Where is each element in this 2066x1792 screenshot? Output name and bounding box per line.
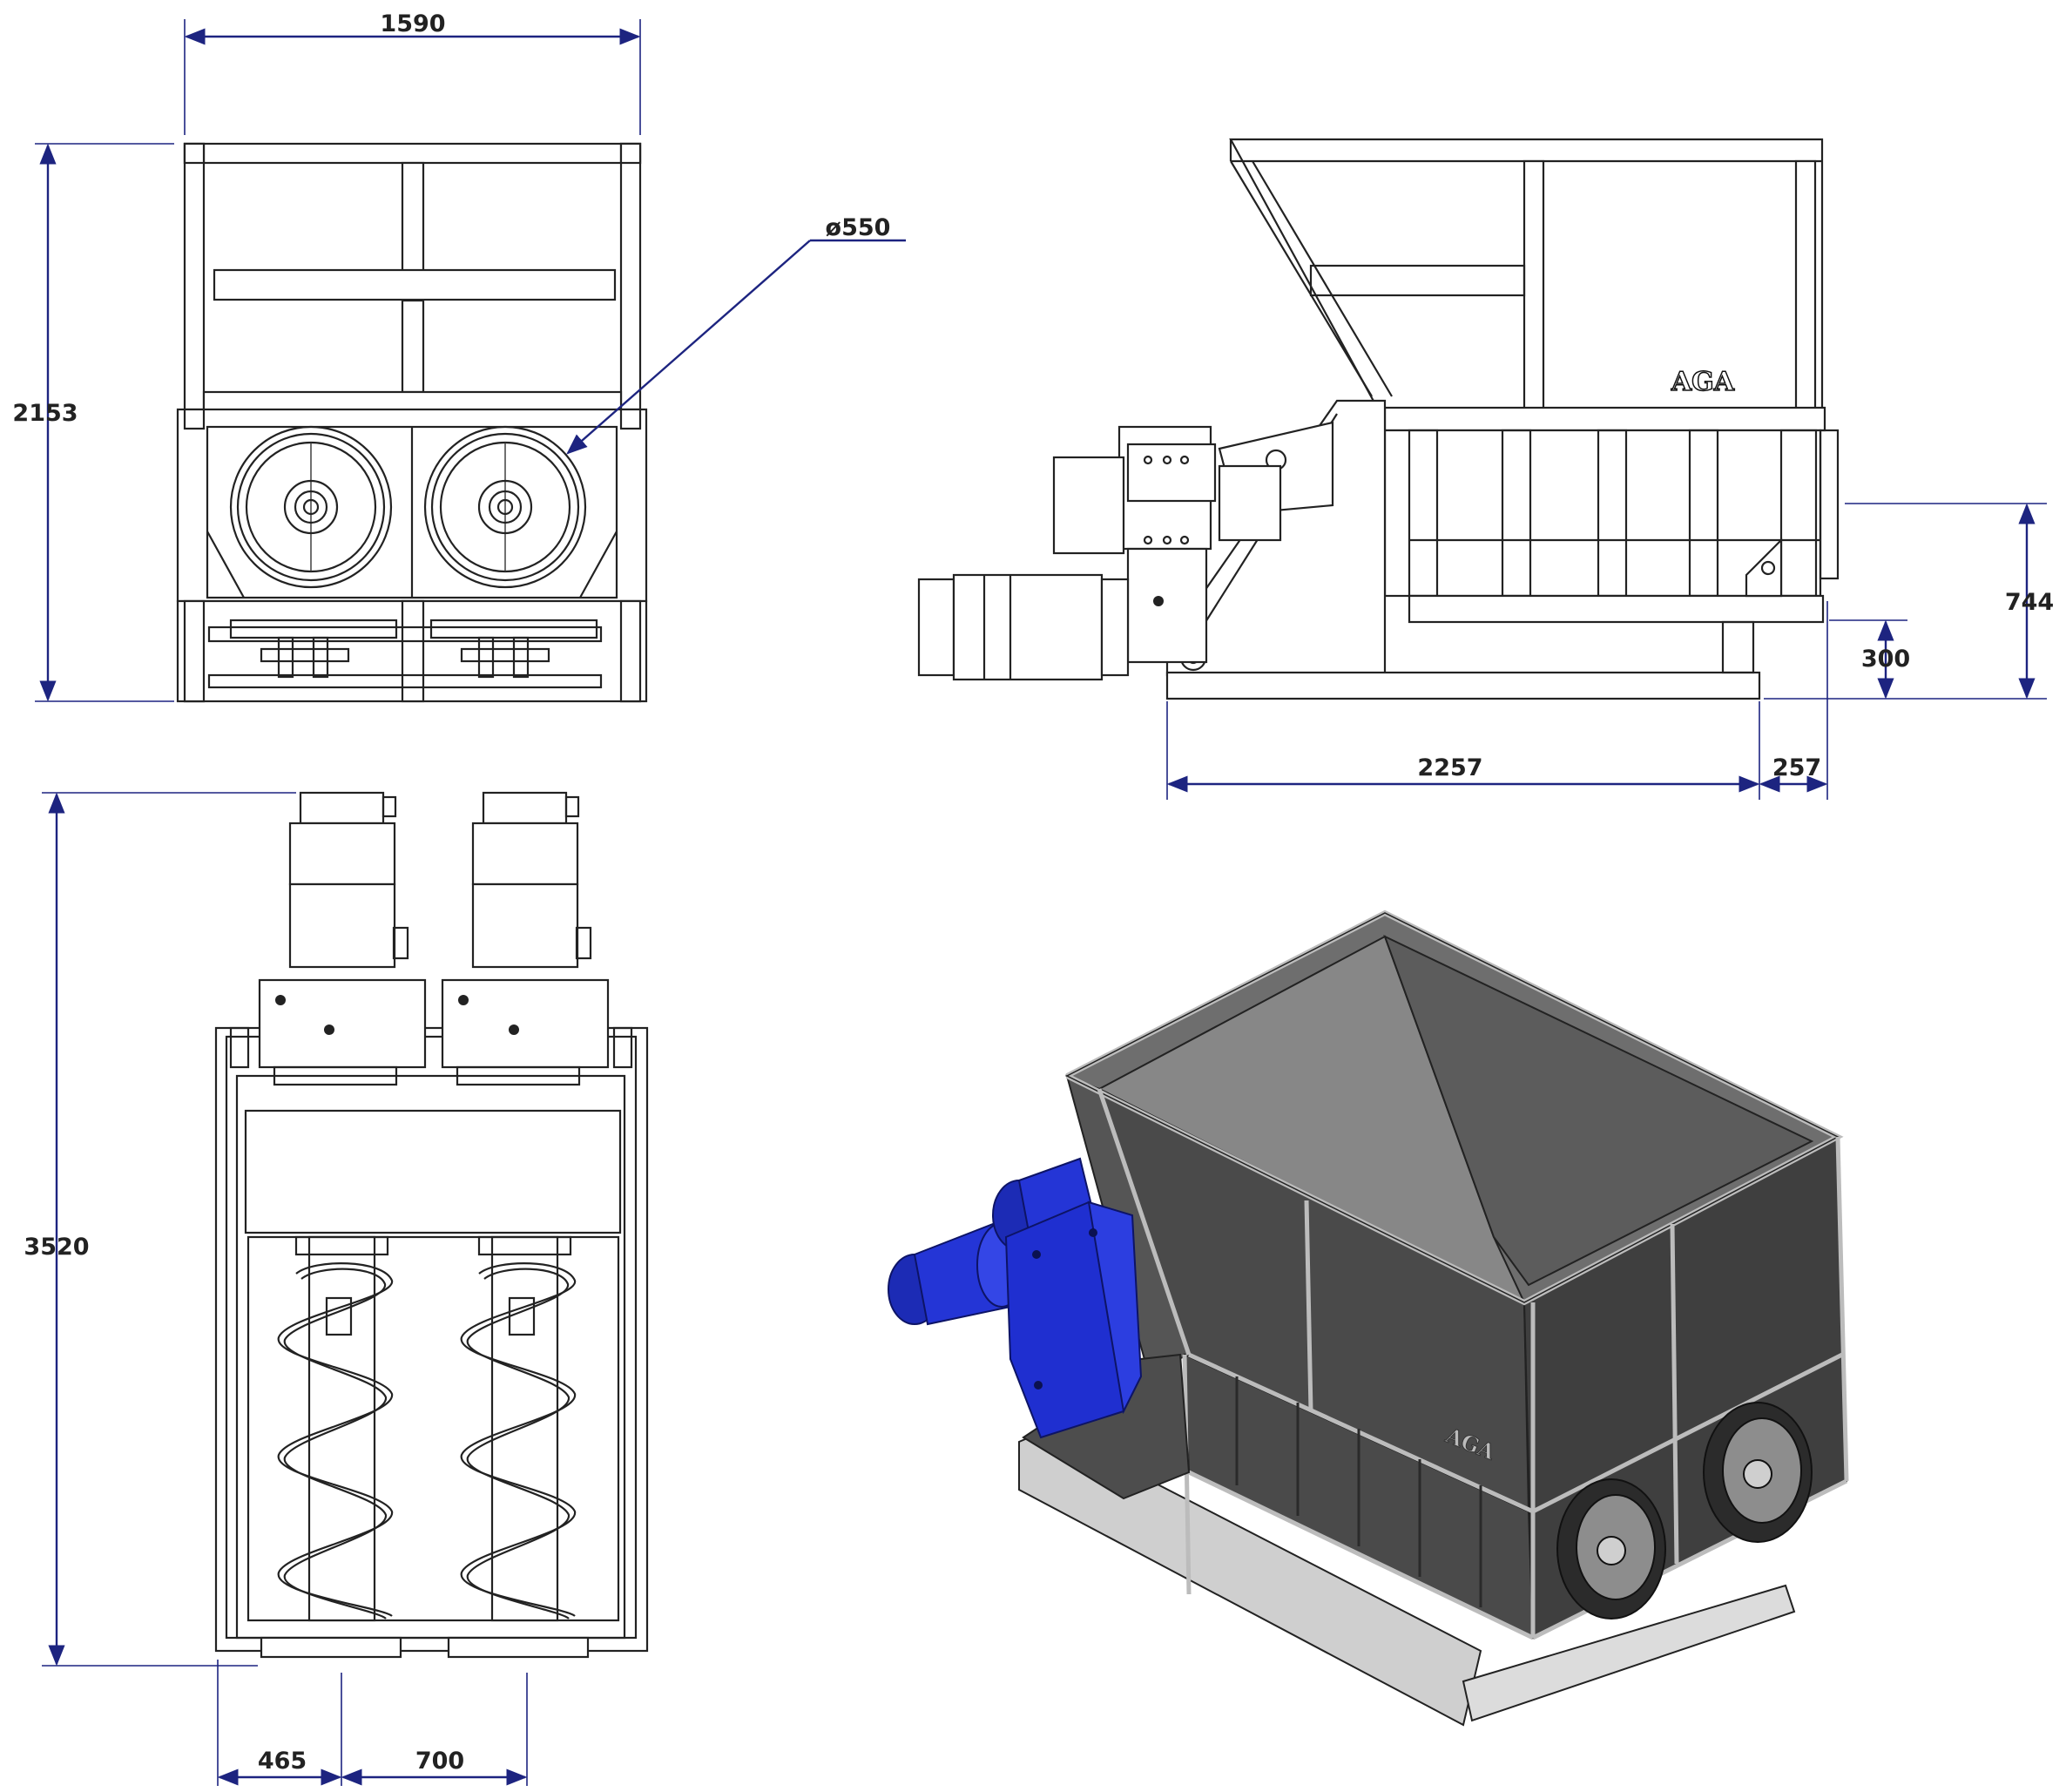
top-view: [214, 791, 649, 1659]
isometric-view: AGA: [888, 910, 1849, 1727]
rotor-diameter-label: ø550: [826, 214, 891, 241]
front-view: [176, 142, 648, 703]
rotor-diameter-callout: ø550: [566, 214, 906, 455]
front-height-label: 2153: [12, 400, 78, 427]
side-clearance-label: 300: [1861, 646, 1910, 673]
rotor-right: [423, 425, 587, 589]
side-clearance-dimension: 300: [1829, 619, 1910, 700]
top-length-dimension: 3520: [24, 792, 296, 1667]
front-width-dimension: 1590: [184, 10, 641, 135]
drive-motor: [888, 1157, 1143, 1439]
front-width-label: 1590: [380, 10, 445, 37]
rotor-left: [229, 425, 393, 589]
top-length-label: 3520: [24, 1234, 89, 1261]
top-spacing-label: 700: [415, 1748, 464, 1775]
side-logo: AGA: [1671, 367, 1735, 397]
side-overhang-label: 257: [1772, 754, 1821, 781]
side-view: AGA: [917, 138, 1840, 700]
front-height-dimension: 2153: [12, 143, 174, 702]
top-offset-label: 465: [258, 1748, 307, 1775]
side-base-label: 2257: [1417, 754, 1482, 781]
side-base-dimension: 2257 257: [1166, 601, 1828, 800]
side-height-dimension: 744: [1764, 503, 2054, 700]
top-offset-dimension: 465 700: [217, 1660, 528, 1786]
side-height-label: 744: [2005, 589, 2054, 616]
